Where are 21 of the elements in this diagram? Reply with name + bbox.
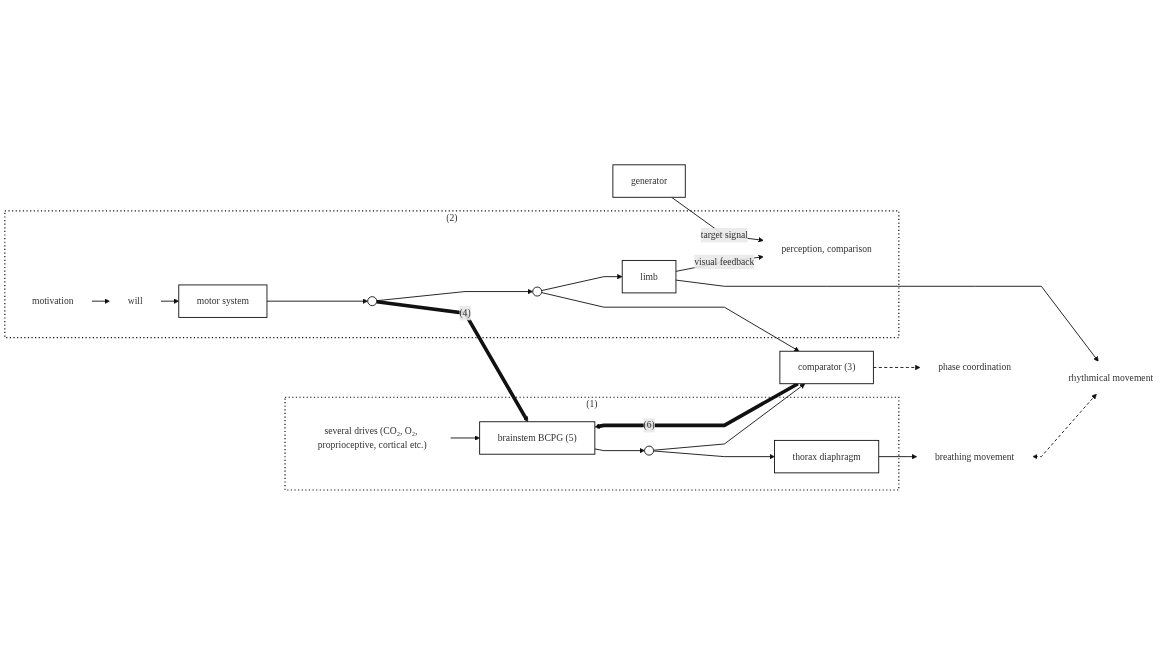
node-box: generator [612,163,686,198]
node-text: several drives (CO₂, O₂, proprioceptive, cortical etc.) [317,424,427,450]
node-box: thorax diaphragm [774,439,880,473]
node-text: rhythmical movement [1068,371,1154,383]
node-text: perception, comparison [781,242,872,253]
node-text: phase coordination [938,361,1012,372]
node-box: comparator (3) [779,350,874,384]
node-box: motor system [178,284,268,318]
edge-label: target signal [700,229,748,240]
edge-label: visual feedback [694,255,755,267]
arrow [376,299,529,422]
edge-label: (6) [643,419,655,430]
node-text: breathing movement [934,450,1015,462]
node-box: brainstem BCPG (5) [479,420,596,455]
node-text: will [127,295,143,306]
node-circle [644,445,655,456]
node-circle [367,295,378,306]
edge-label: (4) [459,307,471,318]
node-circle [532,286,543,297]
node-box: limb [621,259,677,293]
node-text: motivation [31,295,74,306]
